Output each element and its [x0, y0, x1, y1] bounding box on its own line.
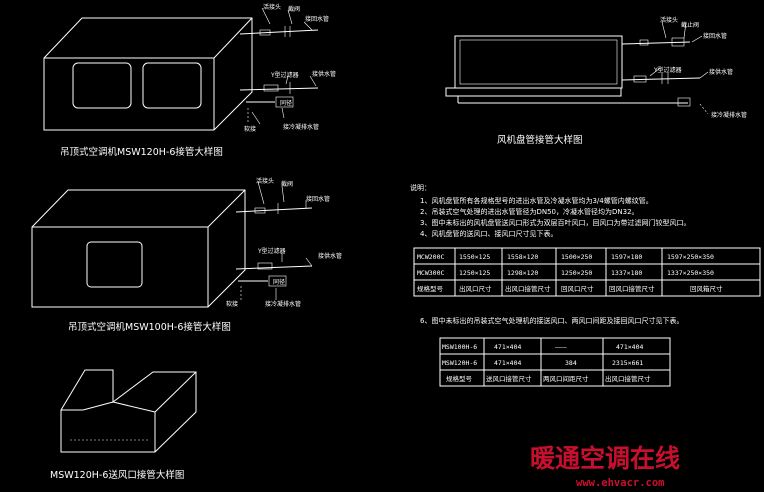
label-return-pipe-2: 接回水管	[306, 195, 330, 203]
t1-h-c2: 出风口尺寸	[459, 284, 492, 293]
t1-h-c5: 回风口接管尺寸	[609, 284, 655, 293]
label-supply-pipe: 接供水管	[312, 70, 336, 78]
t2-r2-c1: MSW120H-6	[442, 359, 477, 367]
t2-r1-c2: 471×404	[494, 343, 521, 351]
label-return-pipe-4: 接回水管	[703, 32, 727, 40]
t2-r2-c4: 2315×661	[612, 359, 643, 367]
label-ball-valve-2: 截阀	[281, 180, 293, 188]
note-3: 3、图中未标出的风机盘管送风口形式为双层百叶风口，回风口为带过滤网门铰型风口。	[420, 218, 690, 227]
t1-r2-c1: MCW300C	[417, 269, 444, 277]
label-air-vent: 截止阀	[681, 21, 699, 29]
notes: 说明： 1、风机盘管所有各规格型号的进出水管及冷凝水管均为3/4螺管内螺纹管。 …	[410, 183, 690, 325]
t1-r2-c2: 1250×125	[459, 269, 490, 277]
air-outlet-single	[86, 241, 143, 288]
caption-outlet: MSW120H-6送风口接管大样图	[50, 469, 184, 481]
label-ball-valve: 截阀	[288, 5, 300, 13]
watermark: 暖通空调在线 www.ehvacr.com	[530, 444, 680, 489]
t2-r1-c1: MSW100H-6	[442, 343, 477, 351]
unit-msw120h-drawing: 活接头 截阀 接回水管 Y型过滤器 接供水管 同径 软接 接冷凝排水管 吊顶式空…	[43, 3, 336, 158]
t1-r1-c5: 1597×180	[611, 253, 642, 261]
t2-h-c4: 出风口接管尺寸	[605, 374, 651, 383]
unit-box-outline	[43, 17, 253, 131]
t1-r2-c3: 1298×120	[507, 269, 538, 277]
t1-h-c1: 规格型号	[417, 284, 444, 293]
label-drain-pipe: 接冷凝排水管	[283, 123, 319, 131]
t1-r1-c1: MCW200C	[417, 253, 444, 261]
note-4: 4、风机盘管的送风口、接风口尺寸见下表。	[420, 229, 557, 238]
unit-msw100h-drawing: 活接头 截阀 接回水管 Y型过滤器 接供水管 同径 软接 接冷凝排水管 吊顶式空…	[31, 177, 342, 333]
label-union-2: 活接头	[256, 177, 274, 185]
t1-r2-c5: 1337×180	[611, 269, 642, 277]
t1-r1-c6: 1597×250×350	[667, 253, 714, 261]
fan-coil-base	[445, 87, 622, 97]
air-outlet-drawing: MSW120H-6送风口接管大样图	[50, 369, 197, 481]
label-union: 活接头	[263, 3, 281, 11]
t2-r2-c3: 384	[565, 359, 577, 367]
label-supply-pipe-2: 接供水管	[318, 252, 342, 260]
notes-heading: 说明：	[410, 183, 431, 192]
t1-r2-c4: 1250×250	[561, 269, 592, 277]
label-reducer-2: 同径	[273, 278, 285, 286]
label-y-filter-2: Y型过滤器	[257, 247, 286, 255]
t2-r2-c2: 471×404	[494, 359, 521, 367]
label-drain-pipe-2: 接冷凝排水管	[265, 300, 301, 308]
fan-coil-drawing: 活接头 截止阀 接回水管 Y型过滤器 接供水管 接冷凝排水管 风机盘管接管大样图	[445, 16, 747, 146]
fan-coil-body	[454, 35, 623, 89]
watermark-title: 暖通空调在线	[530, 444, 680, 473]
caption-msw120h: 吊顶式空调机MSW120H-6接管大样图	[60, 146, 223, 158]
t1-r1-c3: 1558×120	[507, 253, 538, 261]
label-drain-pipe-4: 接冷凝排水管	[711, 111, 747, 119]
t1-r2-c6: 1337×250×350	[667, 269, 714, 277]
t1-r1-c2: 1550×125	[459, 253, 490, 261]
unit-box-outline-2	[31, 189, 246, 308]
air-outlet-left	[72, 62, 132, 109]
note-1: 1、风机盘管所有各规格型号的进出水管及冷凝水管均为3/4螺管内螺纹管。	[420, 196, 653, 205]
t1-h-c4: 回风口尺寸	[561, 284, 594, 293]
label-return-pipe: 接回水管	[305, 15, 329, 23]
note-2: 2、吊装式空气处理的进出水管管径为DN50，冷凝水管径均为DN32。	[420, 207, 639, 216]
t2-h-c2: 送风口接管尺寸	[486, 374, 532, 383]
watermark-url: www.ehvacr.com	[576, 477, 665, 489]
t2-r1-c3: ———	[555, 343, 567, 351]
outlet-duct-outline	[60, 369, 197, 453]
caption-fan-coil: 风机盘管接管大样图	[497, 134, 583, 146]
label-y-filter-4: Y型过滤器	[653, 66, 682, 74]
t2-h-c3: 两风口间距尺寸	[543, 374, 589, 383]
t2-h-c1: 规格型号	[446, 374, 473, 383]
label-reducer: 同径	[280, 99, 292, 107]
table-ahu-sizes: MSW100H-6 471×404 ——— 471×404 MSW120H-6 …	[439, 337, 671, 387]
label-soft-joint-2: 软接	[226, 300, 238, 308]
air-outlet-right	[142, 62, 202, 109]
note-6: 6、图中未标出的吊装式空气处理机的接送风口、两风口间距及接回风口尺寸见下表。	[420, 316, 683, 325]
t1-h-c6: 回风箱尺寸	[690, 284, 723, 293]
t2-r1-c4: 471×404	[616, 343, 643, 351]
label-supply-pipe-4: 接供水管	[709, 68, 733, 76]
label-union-4: 活接头	[660, 16, 678, 24]
label-soft-joint: 软接	[244, 125, 256, 133]
t1-r1-c4: 1500×250	[561, 253, 592, 261]
label-y-filter: Y型过滤器	[270, 71, 299, 79]
caption-msw100h: 吊顶式空调机MSW100H-6接管大样图	[68, 321, 231, 333]
t1-h-c3: 出风口接管尺寸	[505, 284, 551, 293]
table-fan-coil-sizes: MCW200C 1550×125 1558×120 1500×250 1597×…	[413, 247, 761, 297]
